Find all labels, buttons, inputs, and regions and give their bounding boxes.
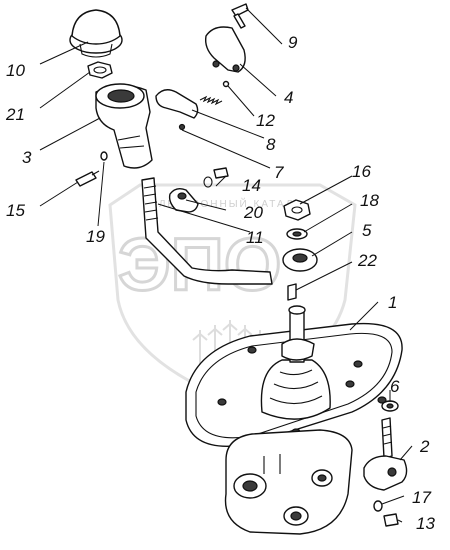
part-clamp-bracket xyxy=(204,26,246,73)
callout-5: 5 xyxy=(362,221,372,240)
callout-16: 16 xyxy=(352,162,371,181)
part-pivot-lever xyxy=(363,417,408,491)
part-handle-housing xyxy=(95,83,153,169)
callout-11: 11 xyxy=(246,228,264,247)
callout-14: 14 xyxy=(242,176,261,195)
part-nut-16 xyxy=(283,199,311,221)
callout-19: 19 xyxy=(86,227,105,246)
part-bolt-15 xyxy=(75,170,100,187)
part-knob-cap xyxy=(69,9,123,58)
part-bushing-ring xyxy=(282,248,318,272)
callout-15: 15 xyxy=(6,201,25,220)
part-bolt-9 xyxy=(231,3,249,29)
leader-lines xyxy=(39,7,413,523)
part-washer-6 xyxy=(381,400,399,412)
watermark-letters: ЭПО xyxy=(118,223,281,306)
callout-3: 3 xyxy=(22,148,32,167)
callout-17: 17 xyxy=(412,488,431,507)
part-spring xyxy=(199,80,230,106)
part-washer-17 xyxy=(373,500,383,512)
callout-22: 22 xyxy=(357,251,377,270)
part-bolt-13 xyxy=(383,513,399,527)
part-shift-lever-rod xyxy=(141,177,273,285)
part-washer-19 xyxy=(100,151,108,161)
callout-20: 20 xyxy=(243,203,263,222)
part-bolt-14 xyxy=(203,167,229,188)
callout-1: 1 xyxy=(388,293,397,312)
part-nut-21 xyxy=(87,61,113,79)
callout-6: 6 xyxy=(390,377,400,396)
callout-2: 2 xyxy=(419,437,430,456)
callout-8: 8 xyxy=(266,135,276,154)
callout-10: 10 xyxy=(6,61,25,80)
callout-12: 12 xyxy=(256,111,275,130)
callout-9: 9 xyxy=(288,33,298,52)
callout-7: 7 xyxy=(274,163,284,182)
callout-13: 13 xyxy=(416,514,435,533)
part-block-20 xyxy=(168,187,199,213)
part-cover-base xyxy=(185,305,403,535)
part-washer-18 xyxy=(286,228,308,240)
callout-18: 18 xyxy=(360,191,379,210)
callout-labels: 10 21 3 15 19 9 4 12 8 7 16 14 20 11 18 … xyxy=(5,33,435,533)
callout-21: 21 xyxy=(5,105,25,124)
part-latch-lever xyxy=(155,89,199,131)
part-key-22 xyxy=(287,283,297,301)
callout-4: 4 xyxy=(284,88,293,107)
